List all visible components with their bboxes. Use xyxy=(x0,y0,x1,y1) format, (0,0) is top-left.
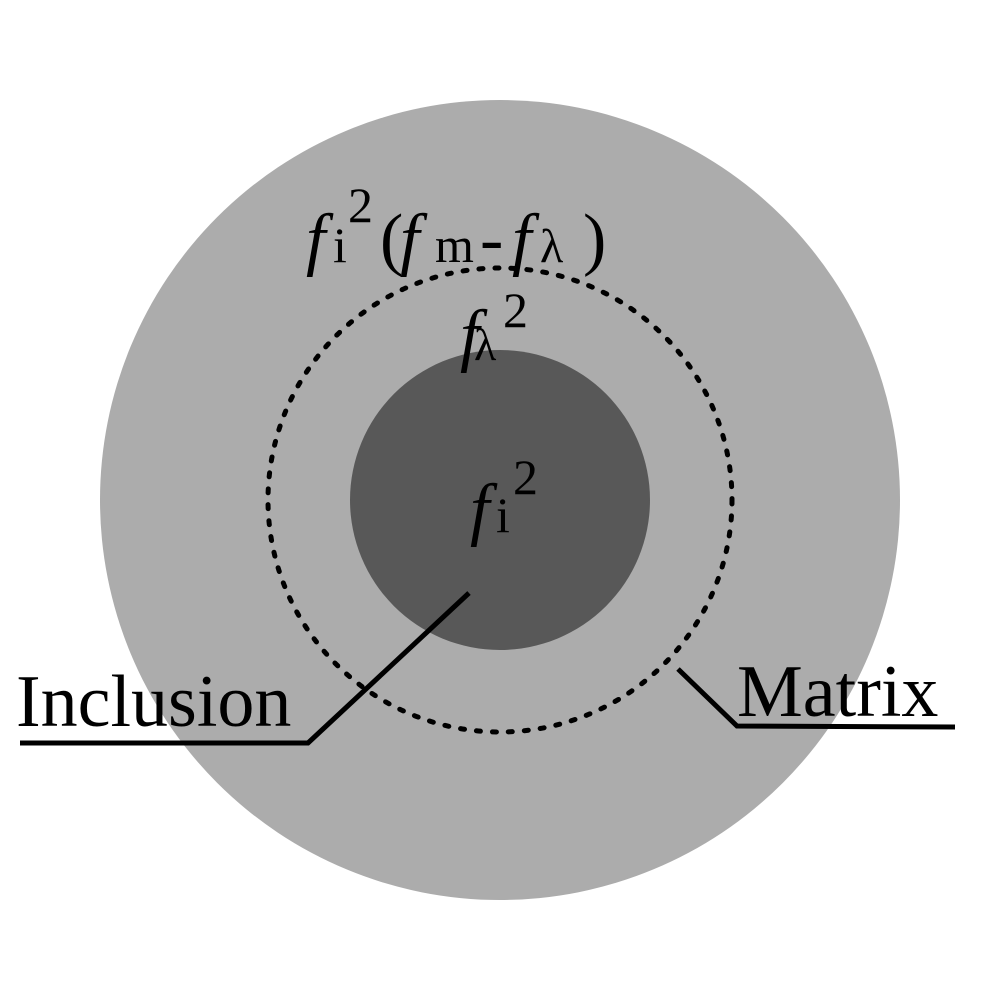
inclusion-disk xyxy=(350,350,650,650)
expr-close-paren: ) xyxy=(583,201,606,278)
inclusion-sub-i: i xyxy=(496,487,510,543)
inclusion-sup-2: 2 xyxy=(513,449,538,505)
matrix-label: Matrix xyxy=(737,651,938,733)
matrix-expression: f i 2 ( f m - f λ ) xyxy=(306,177,606,278)
inclusion-leader-line xyxy=(20,591,471,746)
matrix-leader-line xyxy=(676,667,956,730)
interphase-boundary xyxy=(265,265,735,735)
interphase-sup-2: 2 xyxy=(503,282,528,338)
expr-sub-i: i xyxy=(333,217,347,273)
expr-sub-m: m xyxy=(435,217,474,273)
interphase-expression: f λ 2 xyxy=(460,282,528,374)
expr-open-paren: ( xyxy=(380,201,403,278)
expr-sub-lambda: λ xyxy=(540,220,564,273)
expr-sup-2: 2 xyxy=(348,177,373,233)
inclusion-label: Inclusion xyxy=(16,661,291,743)
interphase-sub-lambda: λ xyxy=(474,319,497,370)
expr-minus: - xyxy=(480,201,503,278)
